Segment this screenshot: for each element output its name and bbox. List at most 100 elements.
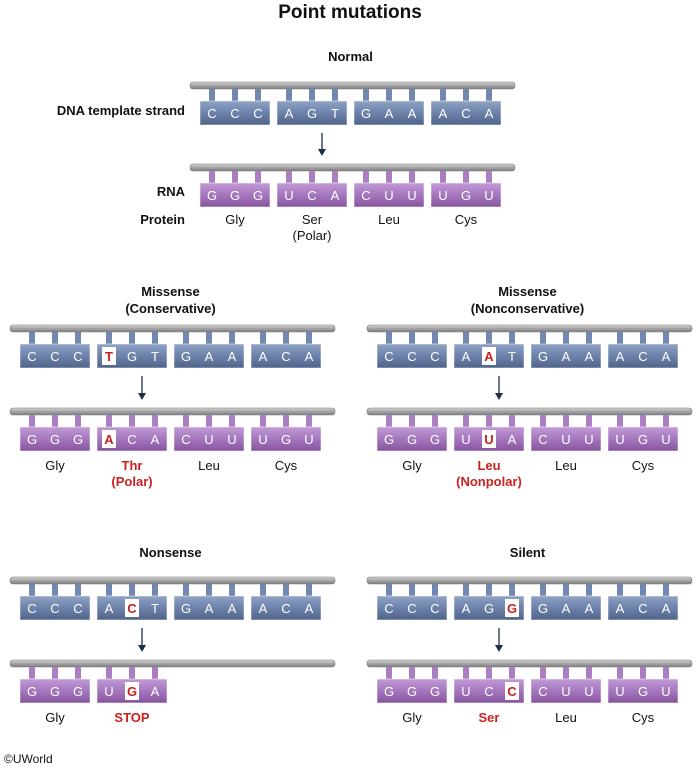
base-letter: C bbox=[407, 601, 416, 616]
base-letter: G bbox=[253, 188, 263, 203]
dna-connector-leg bbox=[432, 332, 438, 344]
rna-codon-box bbox=[530, 678, 602, 704]
arrow-head bbox=[138, 645, 146, 652]
panel-title-missense-conservative: (Conservative) bbox=[125, 301, 216, 316]
missense-conservative-dna-backbone bbox=[9, 324, 336, 333]
copyright-text: ©UWorld bbox=[4, 752, 53, 766]
dna-connector-leg bbox=[509, 584, 515, 596]
base-letter: T bbox=[151, 601, 159, 616]
normal-rna-backbone bbox=[189, 163, 516, 172]
dna-connector-leg bbox=[363, 89, 369, 101]
rna-codon-box bbox=[199, 182, 271, 208]
rna-connector-leg bbox=[129, 667, 135, 679]
amino-acid-label: Cys bbox=[631, 458, 655, 473]
panel-title-missense-nonconservative: Missense bbox=[498, 284, 557, 299]
rna-connector-leg bbox=[229, 415, 235, 427]
rna-connector-leg bbox=[232, 171, 238, 183]
dna-connector-leg bbox=[52, 332, 58, 344]
missense-conservative-transcription-arrow bbox=[138, 376, 146, 400]
base-letter: U bbox=[407, 188, 416, 203]
base-letter: C bbox=[73, 601, 82, 616]
dna-connector-leg bbox=[586, 332, 592, 344]
base-letter: A bbox=[228, 601, 237, 616]
rna-connector-leg bbox=[432, 415, 438, 427]
base-letter: C bbox=[430, 349, 439, 364]
base-letter: U bbox=[561, 684, 570, 699]
silent-dna-backbone bbox=[366, 576, 693, 585]
base-letter: A bbox=[508, 432, 517, 447]
base-letter: U bbox=[615, 684, 624, 699]
rna-connector-leg bbox=[29, 667, 35, 679]
mutated-base-letter: A bbox=[104, 432, 114, 447]
base-letter: A bbox=[616, 601, 625, 616]
rna-connector-leg bbox=[617, 667, 623, 679]
missense-conservative-rna-backbone bbox=[9, 407, 336, 416]
dna-connector-leg bbox=[209, 89, 215, 101]
base-letter: U bbox=[561, 432, 570, 447]
base-letter: A bbox=[205, 601, 214, 616]
base-letter: G bbox=[281, 432, 291, 447]
rna-codon-box bbox=[353, 182, 425, 208]
base-letter: C bbox=[27, 601, 36, 616]
rna-connector-leg bbox=[255, 171, 261, 183]
rna-connector-leg bbox=[463, 171, 469, 183]
dna-codon-box bbox=[19, 343, 91, 369]
rna-connector-leg bbox=[617, 415, 623, 427]
rna-connector-leg bbox=[663, 415, 669, 427]
base-letter: C bbox=[50, 349, 59, 364]
dna-connector-leg bbox=[586, 584, 592, 596]
dna-connector-leg bbox=[106, 332, 112, 344]
amino-acid-label: Ser bbox=[301, 212, 323, 227]
dna-connector-leg bbox=[232, 89, 238, 101]
mutated-base-highlight bbox=[125, 682, 139, 700]
amino-acid-label: Leu bbox=[378, 212, 400, 227]
nonsense-rna-backbone bbox=[9, 659, 336, 668]
dna-connector-leg bbox=[286, 89, 292, 101]
rna-connector-leg bbox=[75, 667, 81, 679]
base-letter: G bbox=[638, 432, 648, 447]
amino-acid-label: Gly bbox=[402, 458, 422, 473]
arrow-head bbox=[318, 149, 326, 156]
normal-transcription-arrow bbox=[318, 133, 326, 156]
rna-connector-leg bbox=[29, 415, 35, 427]
base-letter: A bbox=[151, 432, 160, 447]
rna-codon-box bbox=[530, 426, 602, 452]
dna-connector-leg bbox=[563, 584, 569, 596]
base-letter: G bbox=[407, 432, 417, 447]
amino-acid-label: Leu bbox=[555, 710, 577, 725]
base-letter: A bbox=[228, 349, 237, 364]
rna-connector-leg bbox=[563, 667, 569, 679]
base-letter: C bbox=[230, 106, 239, 121]
base-letter: A bbox=[662, 601, 671, 616]
base-letter: C bbox=[361, 188, 370, 203]
base-letter: G bbox=[430, 432, 440, 447]
rna-connector-leg bbox=[52, 667, 58, 679]
dna-connector-leg bbox=[183, 332, 189, 344]
dna-connector-leg bbox=[283, 332, 289, 344]
rna-connector-leg bbox=[386, 415, 392, 427]
label-rna: RNA bbox=[156, 184, 185, 199]
amino-acid-label: Ser bbox=[478, 710, 500, 725]
base-letter: U bbox=[438, 188, 447, 203]
base-letter: C bbox=[50, 601, 59, 616]
rna-connector-leg bbox=[409, 415, 415, 427]
rna-connector-leg bbox=[309, 171, 315, 183]
mutated-base-letter: G bbox=[127, 684, 137, 699]
base-letter: G bbox=[384, 684, 394, 699]
mutated-base-highlight bbox=[102, 347, 116, 365]
base-letter: U bbox=[461, 432, 470, 447]
base-letter: G bbox=[538, 349, 548, 364]
rna-codon-box bbox=[173, 426, 245, 452]
dna-connector-leg bbox=[306, 332, 312, 344]
